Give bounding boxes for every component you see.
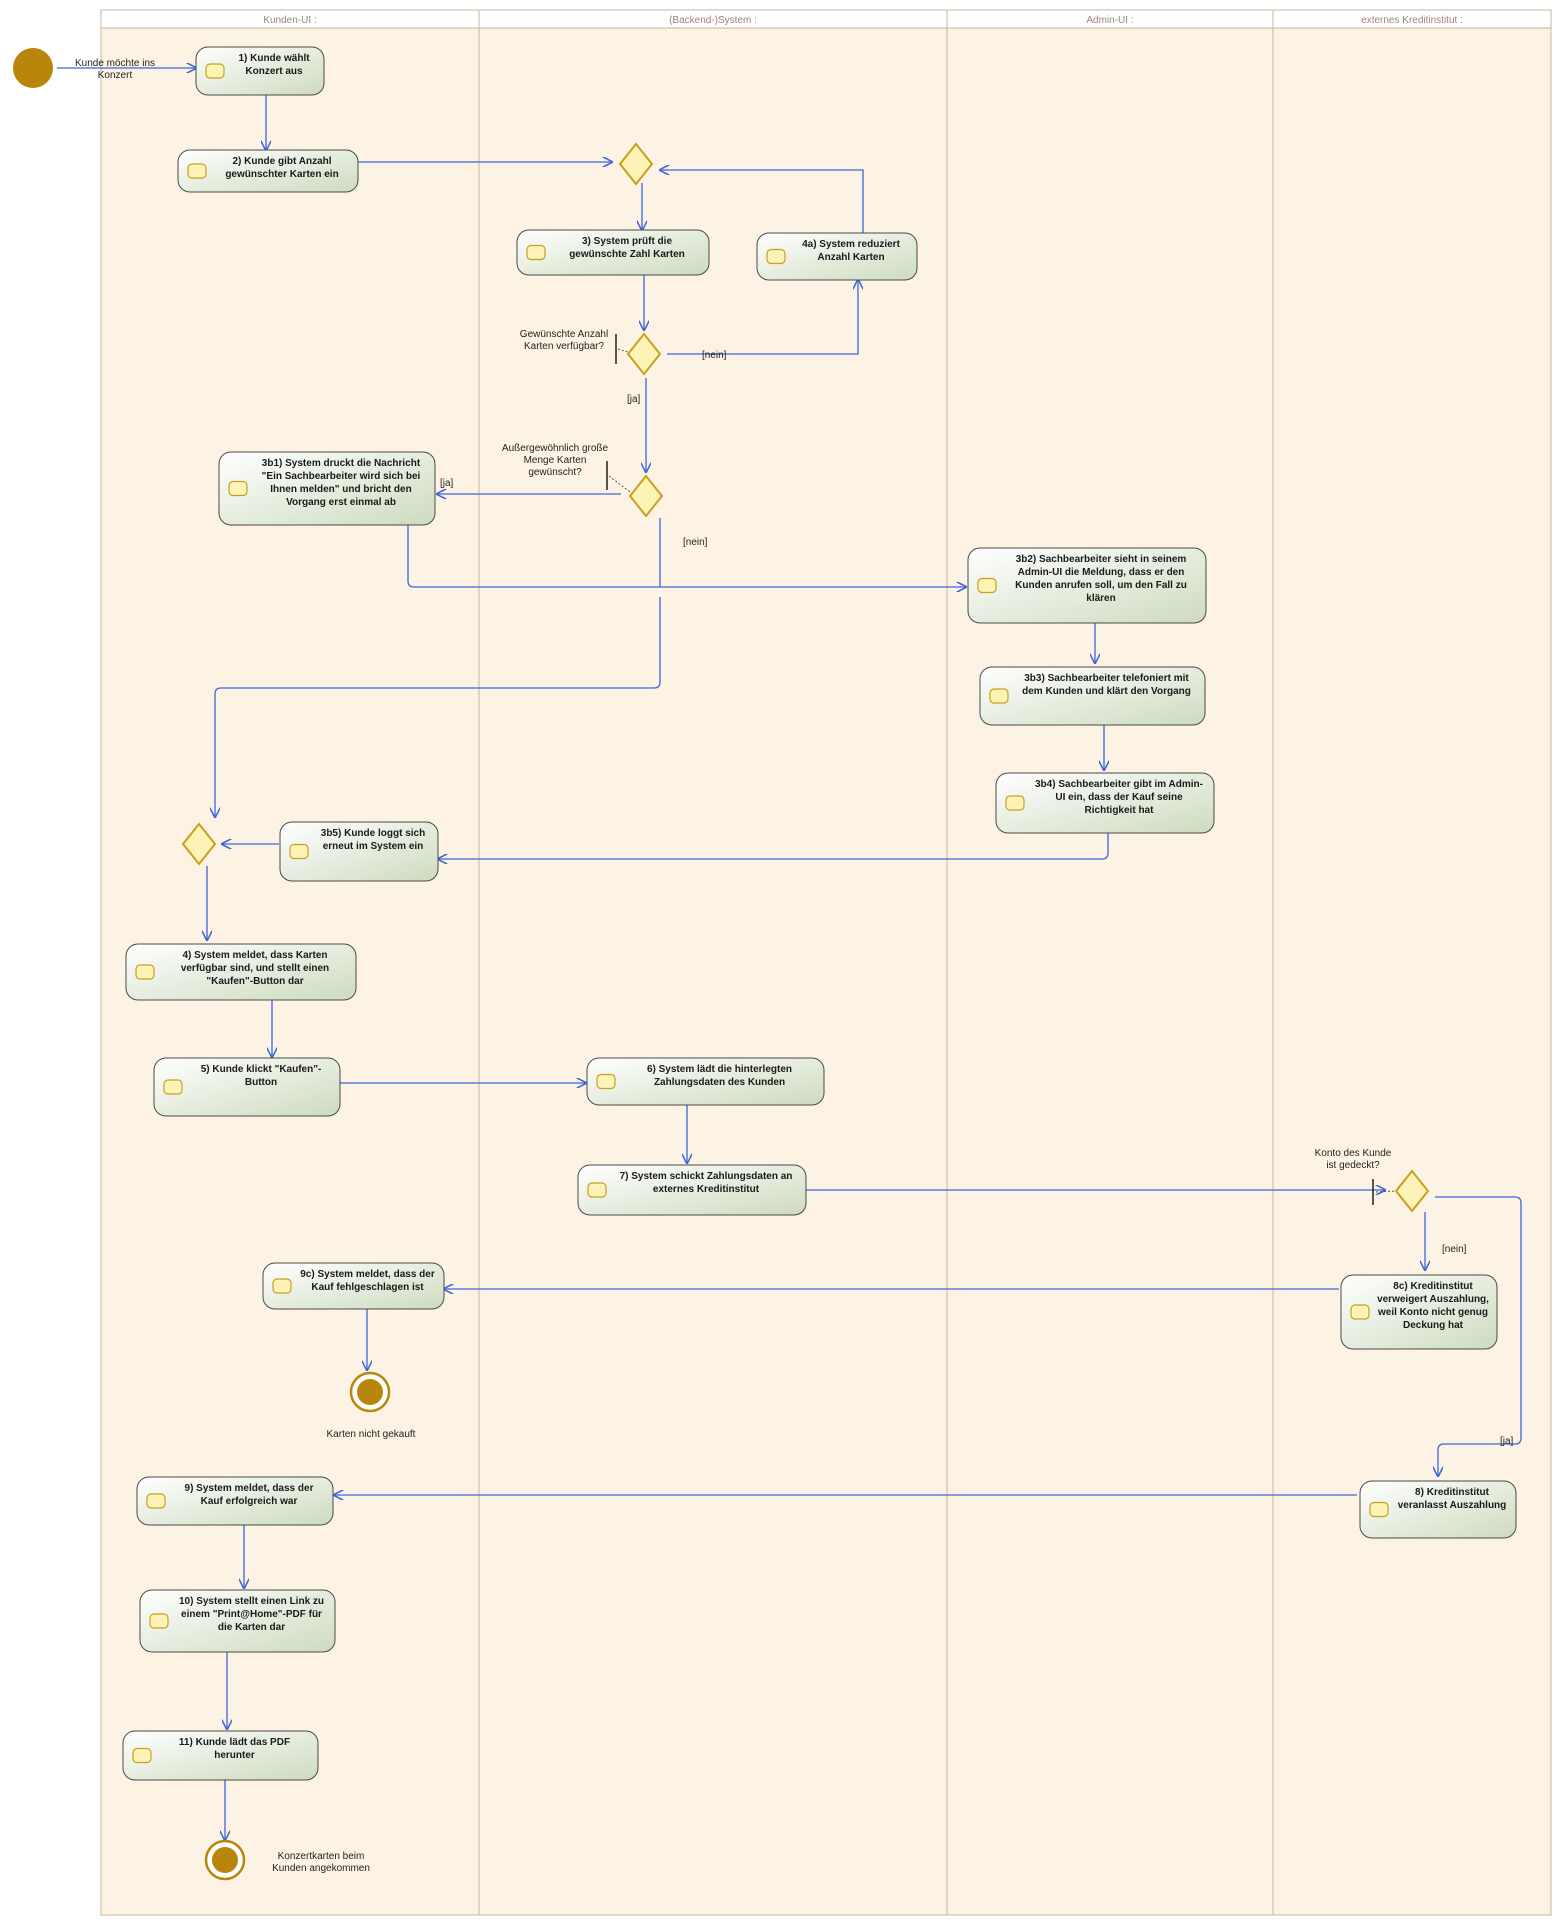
action-label: 3b4) Sachbearbeiter gibt im Admin-UI ein… (1035, 779, 1203, 816)
action-icon (146, 1493, 166, 1509)
action-icon (766, 248, 786, 265)
action-label: 3b1) System druckt die Nachricht"Ein Sac… (262, 458, 421, 508)
action-icon (149, 1613, 169, 1629)
action-icon (163, 1079, 183, 1095)
decisions (181, 142, 1430, 1213)
action-icon (1005, 795, 1025, 811)
action-icon (526, 244, 546, 261)
flow-a3b4-to-a3b5 (438, 833, 1109, 859)
action-icon (587, 1182, 607, 1198)
action-icon (977, 577, 997, 594)
final-node-fail (349, 1371, 391, 1413)
merge-node-count (618, 142, 654, 186)
merge-node-retry (181, 822, 217, 866)
lane-title-kunden-ui: Kunden-UI : (263, 15, 316, 26)
action-a3b4: 3b4) Sachbearbeiter gibt im Admin-UI ein… (995, 772, 1215, 834)
flow-large-nein-to-merge2 (215, 518, 661, 817)
lane-title-backend-system: (Backend-)System : (669, 15, 757, 26)
guard-nein-availability: [nein] (702, 350, 727, 361)
action-icon (135, 964, 155, 980)
flow-a3b1-to-a3b2 (407, 525, 966, 587)
initial-node (13, 48, 53, 88)
action-icon (1369, 1501, 1389, 1518)
guard-ja-konto: [ja] (1500, 1436, 1514, 1447)
guard-ja-availability: [ja] (627, 394, 641, 405)
lane-backend-system: (Backend-)System : (478, 9, 948, 1916)
action-icon (272, 1278, 292, 1294)
swimlanes: Kunden-UI : (Backend-)System : Admin-UI … (100, 9, 1552, 1916)
final-node-success (204, 1839, 246, 1881)
lane-title-kreditinstitut: externes Kreditinstitut : (1361, 15, 1463, 26)
lane-kreditinstitut: externes Kreditinstitut : (1272, 9, 1552, 1916)
guard-nein-konto: [nein] (1442, 1244, 1467, 1255)
action-icon (1350, 1304, 1370, 1320)
guard-ja-large-amount: [ja] (440, 478, 454, 489)
terminal-nodes (13, 48, 391, 1881)
control-flows (57, 68, 1522, 1840)
decision-note-markers (606, 334, 1397, 1205)
action-a5: 5) Kunde klickt "Kaufen"-Button (153, 1057, 341, 1117)
final-label-fail: Karten nicht gekauft (327, 1429, 416, 1440)
action-icon (289, 843, 309, 860)
action-icon (989, 688, 1009, 704)
action-icon (205, 63, 225, 79)
decision-node-large-amount (628, 474, 664, 518)
action-label: 5) Kunde klickt "Kaufen"-Button (201, 1064, 322, 1088)
lane-admin-ui: Admin-UI : (946, 9, 1274, 1916)
action-icon (596, 1073, 616, 1090)
action-icon (228, 480, 248, 497)
action-icon (132, 1747, 152, 1764)
guard-nein-large-amount: [nein] (683, 537, 708, 548)
flow-konto-ja-to-a8 (1435, 1196, 1522, 1476)
action-a3b1: 3b1) System druckt die Nachricht"Ein Sac… (218, 451, 436, 526)
flow-avail-nein-to-a4a (667, 280, 858, 355)
lane-title-admin-ui: Admin-UI : (1086, 15, 1133, 26)
flow-a4a-to-merge (660, 170, 864, 233)
decision-node-availability (626, 332, 662, 376)
decision-node-konto (1394, 1169, 1430, 1213)
action-icon (187, 163, 207, 179)
